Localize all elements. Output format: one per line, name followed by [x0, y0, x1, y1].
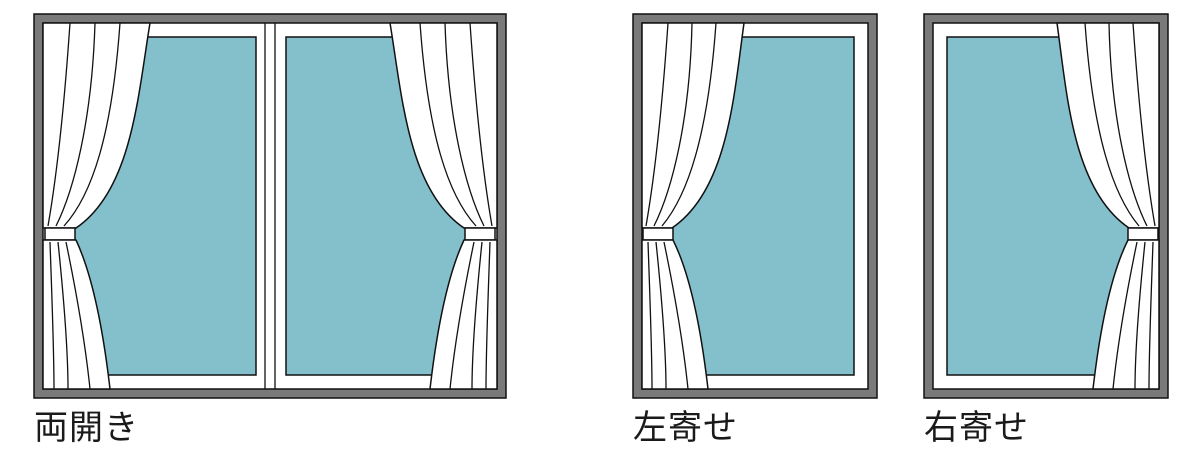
curtain-fold [49, 241, 55, 390]
right-curtain-lower [1092, 239, 1160, 390]
caption-double-open: 両開き [34, 408, 139, 448]
window-double-open [33, 13, 507, 399]
curtain-fold [653, 22, 693, 227]
curtain-fold [1084, 22, 1140, 227]
curtain-fold [645, 22, 669, 227]
left-curtain-upper [42, 22, 151, 229]
curtain-fold [663, 241, 689, 390]
left-curtain-lower [641, 239, 709, 390]
curtain-fold [55, 22, 96, 227]
right-tieback [464, 227, 496, 241]
curtain-fold [65, 241, 91, 390]
curtain-fold [57, 241, 69, 390]
curtain-fold [47, 22, 71, 227]
right-curtain-lower [429, 239, 498, 390]
left-tieback [642, 227, 674, 241]
caption-right-gathered: 右寄せ [924, 408, 1029, 448]
right-tieback [1127, 227, 1159, 241]
curtain-fold [1132, 22, 1156, 227]
curtain-fold [1134, 241, 1146, 390]
right-curtain-upper [389, 22, 498, 229]
curtain-fold [444, 22, 485, 227]
curtain-fold [655, 241, 667, 390]
window-right-gathered [923, 13, 1169, 399]
curtain-fold [1148, 241, 1154, 390]
curtain-fold [63, 22, 121, 227]
caption-left-gathered: 左寄せ [633, 408, 738, 448]
curtain-fold [647, 241, 653, 390]
curtain-fold [485, 241, 491, 390]
left-curtain-upper [641, 22, 745, 229]
window-left-gathered [632, 13, 878, 399]
curtain-fold [1112, 241, 1138, 390]
left-tieback [44, 227, 76, 241]
curtain-fold [471, 241, 483, 390]
curtain-fold [419, 22, 477, 227]
right-curtain-upper [1056, 22, 1160, 229]
curtain-fold [469, 22, 493, 227]
curtain-fold [1108, 22, 1148, 227]
left-curtain-lower [42, 239, 111, 390]
curtain-fold [449, 241, 475, 390]
curtain-fold [661, 22, 717, 227]
